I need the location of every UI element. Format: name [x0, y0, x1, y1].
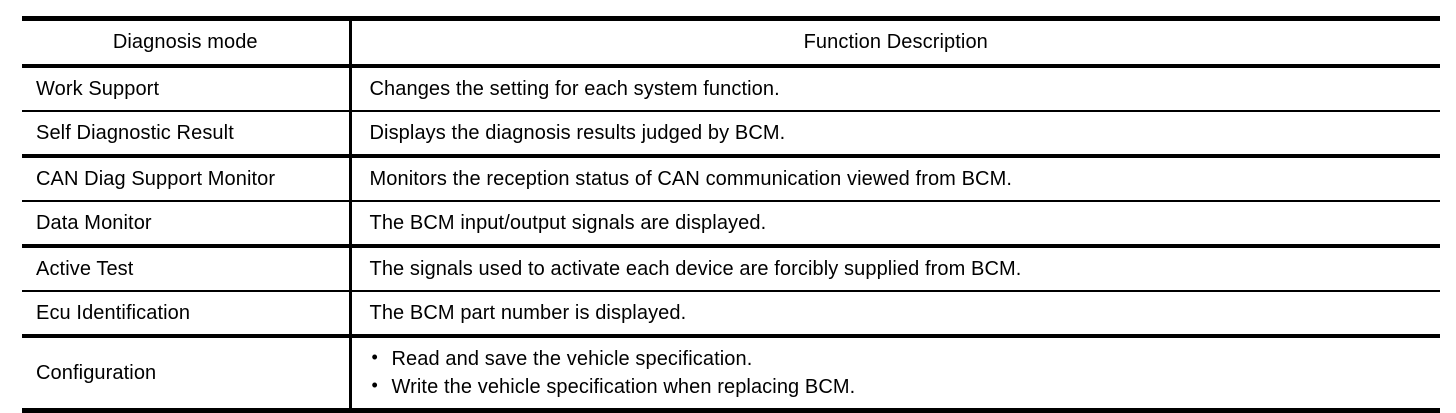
table-header-row: Diagnosis mode Function Description	[22, 16, 1440, 68]
column-header-diagnosis-mode: Diagnosis mode	[22, 16, 350, 68]
table-row: Active Test The signals used to activate…	[22, 246, 1440, 292]
cell-function-description: The BCM part number is displayed.	[348, 291, 1440, 338]
document-page: Diagnosis mode Function Description Work…	[22, 16, 1440, 413]
bullet-icon: •	[371, 346, 378, 367]
cell-function-description: The signals used to activate each device…	[348, 246, 1440, 292]
list-item-label: Write the vehicle specification when rep…	[391, 376, 856, 398]
cell-function-description: Monitors the reception status of CAN com…	[348, 156, 1440, 202]
list-item-label: Read and save the vehicle specification.	[391, 347, 753, 370]
cell-diagnosis-mode: Self Diagnostic Result	[22, 111, 350, 158]
list-item: • Write the vehicle specification when r…	[370, 373, 1441, 401]
cell-diagnosis-mode: Data Monitor	[22, 201, 350, 248]
cell-diagnosis-mode: CAN Diag Support Monitor	[22, 156, 350, 202]
cell-diagnosis-mode: Configuration	[22, 336, 350, 413]
bullet-icon: •	[371, 375, 378, 395]
cell-function-description: The BCM input/output signals are display…	[348, 201, 1440, 248]
cell-function-description: Displays the diagnosis results judged by…	[348, 111, 1440, 158]
table-row: Work Support Changes the setting for eac…	[22, 66, 1440, 112]
cell-function-description: Changes the setting for each system func…	[348, 66, 1440, 112]
list-item: • Read and save the vehicle specificatio…	[370, 345, 1441, 373]
table-row: Data Monitor The BCM input/output signal…	[22, 201, 1440, 248]
cell-diagnosis-mode: Active Test	[22, 246, 350, 292]
cell-diagnosis-mode: Ecu Identification	[22, 291, 350, 338]
cell-function-description: • Read and save the vehicle specificatio…	[348, 336, 1441, 413]
cell-diagnosis-mode: Work Support	[22, 66, 350, 112]
table-row: CAN Diag Support Monitor Monitors the re…	[22, 156, 1440, 202]
table-header: Diagnosis mode Function Description	[22, 16, 1440, 68]
description-bullet-list: • Read and save the vehicle specificatio…	[370, 345, 1441, 402]
diagnosis-mode-table: Diagnosis mode Function Description Work…	[22, 16, 1440, 413]
column-header-function-description: Function Description	[348, 16, 1440, 68]
table-row: Ecu Identification The BCM part number i…	[22, 291, 1440, 338]
table-row: Configuration • Read and save the vehicl…	[22, 336, 1441, 413]
table-row: Self Diagnostic Result Displays the diag…	[22, 111, 1440, 158]
table-body: Work Support Changes the setting for eac…	[22, 66, 1441, 413]
